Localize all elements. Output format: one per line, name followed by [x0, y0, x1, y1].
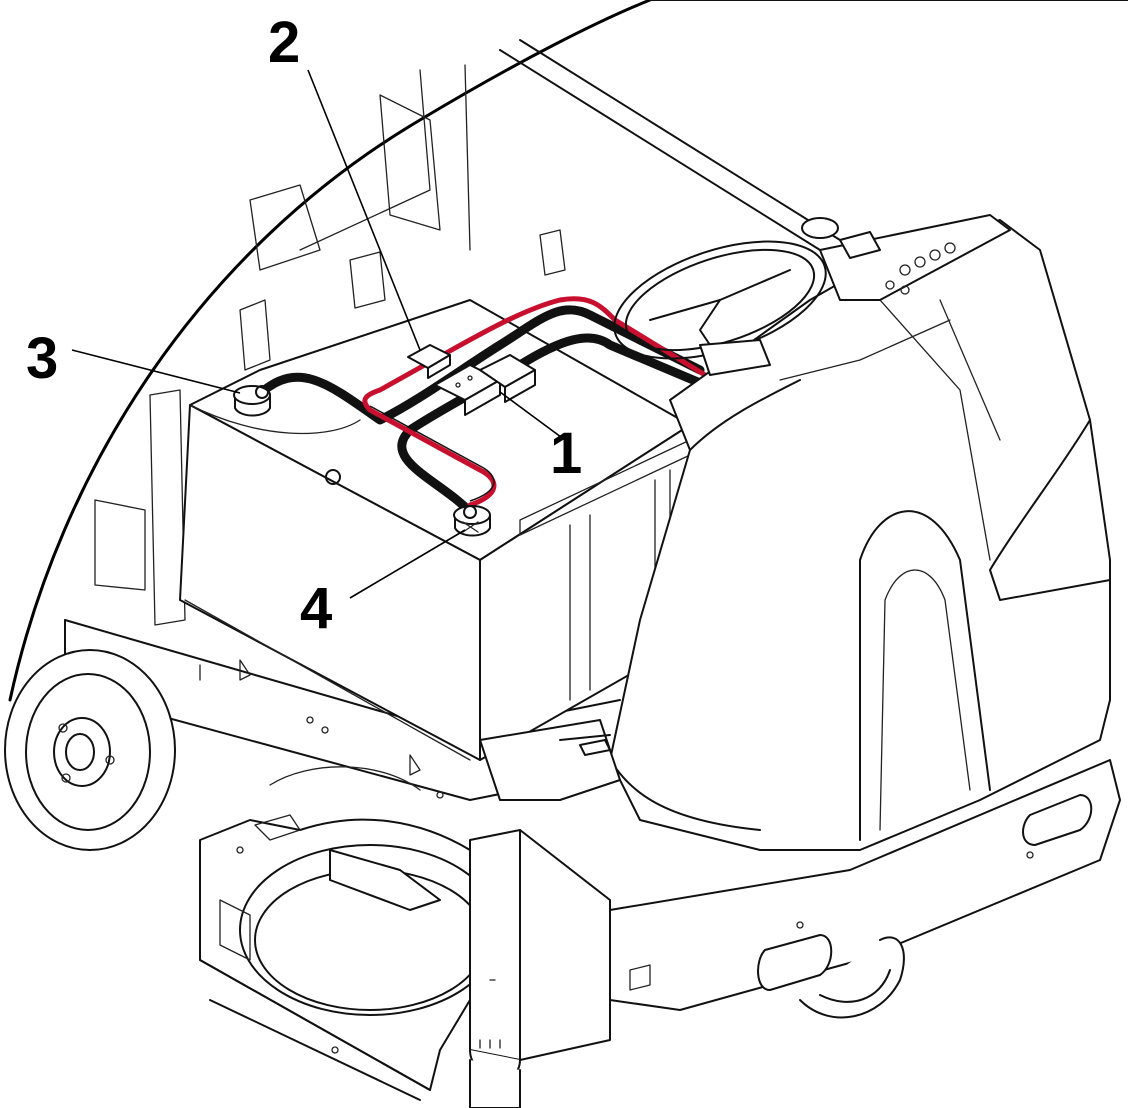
- negative-cable-right: [397, 333, 710, 517]
- leader-2: [307, 69, 421, 351]
- operator-housing: [609, 219, 1111, 851]
- leader-lines: [71, 69, 566, 599]
- leader-1: [499, 391, 566, 441]
- positive-terminal: [453, 505, 491, 537]
- front-column: [469, 829, 611, 1108]
- callout-3: 3: [26, 326, 58, 391]
- left-frame: [94, 229, 566, 626]
- canopy: [8, 0, 1128, 702]
- brush-deck: [199, 766, 501, 1101]
- negative-terminal: [233, 385, 271, 417]
- callout-labels: 1 2 3 4: [26, 10, 582, 641]
- leader-3: [71, 349, 241, 394]
- rear-wheel: [4, 649, 176, 851]
- steering-wheel: [613, 240, 827, 376]
- leader-4: [349, 529, 466, 599]
- callout-4: 4: [300, 576, 332, 641]
- front-bumper: [479, 719, 1121, 1011]
- secondary-connector: [407, 344, 451, 379]
- callout-1: 1: [550, 421, 582, 486]
- front-wheel: [799, 936, 905, 1019]
- callout-2: 2: [268, 10, 300, 75]
- main-connector: [434, 354, 536, 416]
- control-panel: [801, 214, 1011, 301]
- negative-cable-left: [257, 305, 705, 425]
